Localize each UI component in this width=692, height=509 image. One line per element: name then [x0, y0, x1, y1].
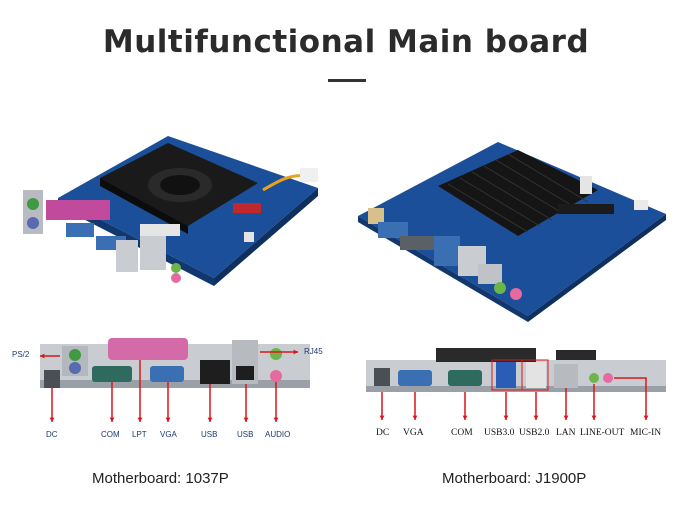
label-com: COM — [101, 430, 120, 439]
label2-vga: VGA — [403, 428, 424, 438]
arrowhead — [109, 417, 115, 422]
io-panel-1037p — [40, 338, 310, 422]
arrow2-micin — [614, 377, 647, 420]
arrowhead — [243, 417, 249, 422]
title-divider — [328, 79, 366, 82]
label-lpt: LPT — [132, 430, 147, 439]
arrowhead — [273, 417, 279, 422]
callout-arrows — [40, 349, 298, 422]
arrowhead — [563, 415, 569, 420]
label-vga: VGA — [160, 430, 177, 439]
label2-usb30: USB3.0 — [484, 428, 515, 438]
callout-arrows-2 — [379, 377, 649, 420]
arrowhead — [591, 415, 597, 420]
label2-micin: MIC-IN — [630, 428, 662, 438]
label2-lineout: LINE-OUT — [580, 428, 625, 438]
arrowhead — [40, 353, 45, 359]
arrowhead — [462, 415, 468, 420]
label2-com: COM — [451, 428, 473, 438]
arrowhead — [533, 415, 539, 420]
arrowhead — [503, 415, 509, 420]
label-audio: AUDIO — [265, 430, 291, 439]
label-rj45: RJ45 — [304, 347, 323, 356]
motherboard-1037p-photo — [23, 136, 318, 286]
caption-j1900p: Motherboard: J1900P — [442, 470, 587, 487]
io-panel-j1900p — [366, 348, 666, 420]
page-title: Multifunctional Main board — [102, 24, 590, 60]
caption-1037p: Motherboard: 1037P — [92, 470, 229, 487]
label-ps2: PS/2 — [12, 350, 30, 359]
arrowhead — [49, 417, 55, 422]
arrowhead — [379, 415, 385, 420]
arrowhead — [293, 349, 298, 355]
label2-usb20: USB2.0 — [519, 428, 550, 438]
label2-dc: DC — [376, 428, 390, 438]
label-usb-2: USB — [237, 430, 254, 439]
label2-lan: LAN — [556, 428, 576, 438]
arrowhead — [165, 417, 171, 422]
arrowhead — [412, 415, 418, 420]
motherboard-j1900p-photo — [358, 142, 666, 322]
arrowhead — [643, 415, 649, 420]
arrowhead — [207, 417, 213, 422]
label-dc: DC — [46, 430, 58, 439]
label-usb-1: USB — [201, 430, 218, 439]
arrowhead — [137, 417, 143, 422]
